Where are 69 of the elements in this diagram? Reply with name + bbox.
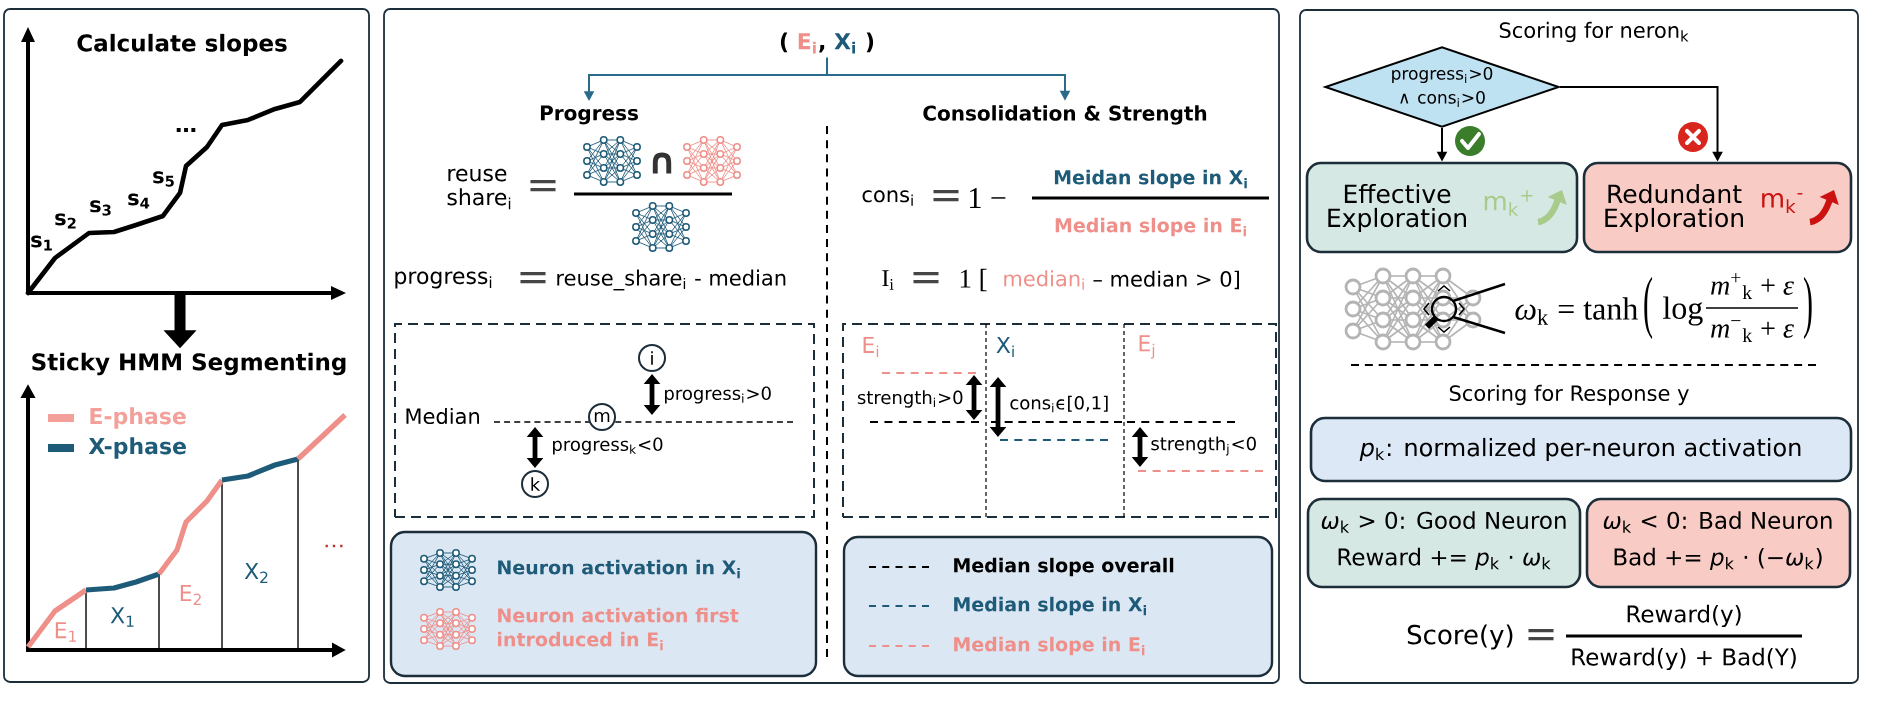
label: ω$_{k}$ < 0: Bad Neuron bbox=[1603, 511, 1832, 533]
section-heading: Consolidation & Strength bbox=[923, 105, 1207, 125]
heading: Scoring for Response y bbox=[1449, 384, 1689, 406]
measure-label: cons$_{i}$ϵ[0,1] bbox=[1010, 395, 1108, 413]
panel bbox=[3, 8, 370, 683]
formula: m$_{k}$+ bbox=[1484, 190, 1533, 216]
ellipsis: … bbox=[325, 544, 343, 548]
label: Redundant Exploration bbox=[1605, 183, 1743, 233]
formula: Bad += p$_{k}$ · (−ω$_{k}$) bbox=[1614, 547, 1822, 571]
slope-label: s$_{5}$ bbox=[153, 171, 174, 187]
section-heading: Progress bbox=[540, 105, 638, 125]
fraction-numerator: Reward(y) bbox=[1627, 604, 1741, 628]
formula: Score(y) bbox=[1407, 624, 1513, 650]
ellipsis: … bbox=[176, 127, 196, 133]
line-label: Median bbox=[406, 407, 479, 425]
legend-text: Median slope overall bbox=[954, 557, 1174, 577]
intersection-sign: ∩ bbox=[652, 152, 672, 174]
formula-term: I$_{i}$ bbox=[882, 270, 894, 290]
formula: log bbox=[1663, 296, 1703, 326]
chart-title: Sticky HMM Segmenting bbox=[32, 352, 346, 376]
chart-title: Calculate slopes bbox=[77, 33, 287, 57]
formula: Reward += p$_{k}$ · ω$_{k}$ bbox=[1338, 547, 1551, 571]
legend-text: Neuron activation first introduced in E$_{i}$ bbox=[498, 607, 739, 651]
fraction-denominator: Median slope in E$_{i}$ bbox=[1055, 217, 1246, 237]
parenthesis: ( bbox=[1644, 276, 1653, 340]
measure-label: strength$_{j}$<0 bbox=[1151, 436, 1256, 456]
fraction-denominator: m$^{−}$$_{k}$ + ε bbox=[1711, 320, 1794, 342]
equals-sign: = bbox=[1528, 628, 1554, 641]
formula-term: reuse_share$_{i}$ - median bbox=[557, 269, 786, 291]
formula-term: cons$_{i}$ bbox=[862, 190, 913, 206]
slope-label: s$_{3}$ bbox=[90, 200, 111, 216]
legend-text: X-phase bbox=[88, 437, 186, 459]
legend-text: Neuron activation in X$_{i}$ bbox=[498, 559, 740, 579]
segment-label: E$_{1}$ bbox=[55, 622, 76, 642]
parenthesis: ) bbox=[1804, 276, 1812, 340]
equals-sign: = bbox=[530, 179, 556, 192]
legend-text: E-phase bbox=[90, 407, 186, 429]
slope-label: s$_{4}$ bbox=[128, 193, 150, 209]
slope-label: s$_{1}$ bbox=[31, 235, 52, 251]
formula-term: progress$_{i}$ bbox=[395, 271, 492, 289]
segment-label: X$_{2}$ bbox=[244, 563, 268, 583]
label: ω$_{k}$ > 0: Good Neuron bbox=[1321, 511, 1566, 533]
column-label: E$_{j}$ bbox=[1139, 335, 1155, 359]
formula-term: – median > 0] bbox=[1093, 270, 1239, 290]
formula: ω$_{k}$ = tanh bbox=[1515, 297, 1638, 325]
formula-term: median$_{i}$ bbox=[1004, 270, 1084, 290]
label: Effective Exploration bbox=[1328, 183, 1466, 233]
measure-label: progress$_{k}$<0 bbox=[553, 437, 663, 455]
formula-term: 1 [ bbox=[960, 268, 987, 292]
formula-term: 1 − bbox=[970, 188, 1006, 208]
fraction-numerator: Meidan slope in X$_{i}$ bbox=[1054, 169, 1247, 189]
column-label: X$_{i}$ bbox=[996, 336, 1014, 358]
formula: m$_{k}$- bbox=[1762, 192, 1803, 214]
info-box: p$_{k}$: normalized per-neuron activation bbox=[1309, 416, 1853, 483]
column-label: E$_{i}$ bbox=[863, 336, 879, 358]
segment-label: E$_{2}$ bbox=[180, 585, 201, 605]
legend-text: Median slope in E$_{i}$ bbox=[954, 636, 1145, 656]
heading: Scoring for neron$_{k}$ bbox=[1499, 21, 1689, 43]
equals-sign: = bbox=[520, 271, 546, 284]
equals-sign: = bbox=[913, 271, 939, 284]
legend-text: Median slope in X$_{i}$ bbox=[954, 596, 1146, 616]
measure-label: strength$_{i}$>0 bbox=[857, 390, 963, 408]
slope-label: s$_{2}$ bbox=[55, 213, 76, 229]
segment-label: X$_{1}$ bbox=[110, 607, 134, 627]
heading: ( E$_{i}$, X$_{i}$ ) bbox=[780, 32, 874, 54]
equals-sign: = bbox=[933, 189, 959, 202]
formula-term: reuse share$_{i}$ bbox=[447, 168, 511, 210]
measure-label: progress$_{i}$>0 bbox=[665, 386, 771, 404]
fraction-denominator: Reward(y) + Bad(Y) bbox=[1572, 647, 1796, 671]
